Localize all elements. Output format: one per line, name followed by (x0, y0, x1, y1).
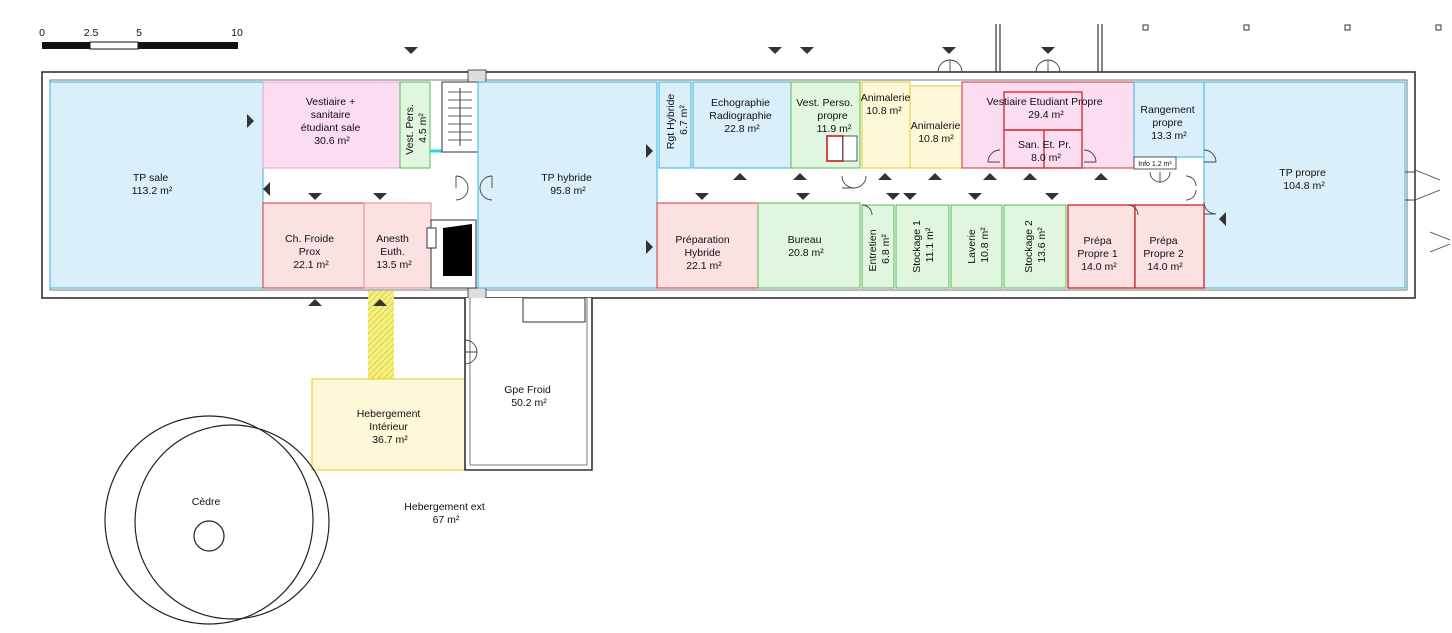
room-vestiaire-sale (262, 81, 401, 169)
grid-markers (1142, 24, 1442, 31)
exterior-posts (995, 24, 1103, 72)
label-stockage-2: Stockage 2 13.6 m² (1023, 217, 1048, 272)
scale-tick-10: 10 (231, 27, 243, 39)
label-bureau: Bureau 20.8 m² (788, 234, 825, 259)
room-tp-propre (1203, 81, 1406, 289)
room-entretien (861, 204, 895, 289)
label-tp-sale: TP sale 113.2 m² (132, 172, 173, 197)
room-vest-perso-propre (790, 81, 861, 169)
label-vest-pers: Vest. Pers. 4.5 m² (404, 101, 429, 155)
room-tp-hybride (477, 81, 658, 289)
stairwell (441, 69, 487, 301)
corridor-east (657, 168, 1205, 203)
label-vestiaire-sale: Vestiaire + sanitaire étudiant sale 30.6… (301, 96, 363, 147)
label-animalerie-2: Animalerie 10.8 m² (911, 120, 964, 145)
tree-cedre (104, 415, 330, 625)
label-laverie: Laverie 10.8 m² (966, 226, 991, 263)
label-tp-propre: TP propre 104.8 m² (1279, 167, 1328, 192)
room-laverie (950, 204, 1003, 289)
label-stockage-1: Stockage 1 11.1 m² (911, 217, 936, 272)
label-vestiaire-propre: Vestiaire Etudiant Propre 29.4 m² (986, 96, 1105, 121)
room-preparation (656, 202, 759, 289)
label-entretien: Entretien 6.8 m² (867, 227, 892, 272)
direction-markers (247, 47, 1226, 306)
label-info: Info 1.2 m² (1138, 161, 1172, 168)
room-anesth (363, 202, 432, 289)
room-animalerie-2 (909, 85, 963, 169)
scale-tick-2-5: 2.5 (84, 27, 99, 39)
label-hebergement-ext: Hebergement ext 67 m² (404, 501, 487, 526)
room-echographie (692, 81, 792, 169)
room-gpe-froid (464, 297, 593, 471)
label-prepa-1: Prépa Propre 1 14.0 m² (1077, 235, 1120, 273)
label-animalerie-1: Animalerie 10.8 m² (861, 92, 914, 117)
label-tp-hybride: TP hybride 95.8 m² (541, 172, 595, 197)
doors (455, 59, 1451, 365)
room-stockage-1 (895, 204, 950, 289)
room-rgt-hybride (658, 81, 692, 169)
scale-tick-5: 5 (136, 27, 142, 39)
scale-tick-0: 0 (39, 27, 45, 39)
room-animalerie-1 (861, 81, 911, 169)
label-anesth: Anesth Euth. 13.5 m² (376, 233, 412, 271)
label-echographie: Echographie Radiographie 22.8 m² (709, 97, 774, 135)
label-rgt-hybride: Rgt Hybride 6.7 m² (665, 91, 690, 149)
label-rangement: Rangement propre 13.3 m² (1140, 104, 1197, 142)
room-vest-pers (399, 81, 476, 169)
label-hebergement-interieur: Hebergement Intérieur 36.7 m² (357, 408, 424, 446)
room-bureau (757, 202, 861, 289)
room-rangement (1133, 81, 1205, 170)
labels: TP sale 113.2 m² Vestiaire + sanitaire é… (132, 91, 1328, 526)
label-prepa-2: Prépa Propre 2 14.0 m² (1143, 235, 1186, 273)
elevator-block (426, 219, 477, 289)
room-ch-froide (262, 202, 365, 289)
room-tp-sale (49, 81, 264, 289)
label-ch-froide: Ch. Froide Prox 22.1 m² (285, 233, 337, 271)
room-stockage-2 (1003, 204, 1067, 289)
label-cedre: Cèdre (192, 496, 221, 508)
label-gpe-froid: Gpe Froid 50.2 m² (504, 384, 554, 409)
label-preparation: Préparation Hybride 22.1 m² (675, 234, 732, 272)
room-prepa-2 (1134, 204, 1205, 289)
scale-bar: 0 2.5 5 10 (39, 27, 243, 50)
label-san-et-pr: San. Et. Pr. 8.0 m² (1018, 139, 1074, 164)
room-vestiaire-propre (961, 81, 1135, 169)
label-vest-perso-propre: Vest. Perso. propre 11.9 m² (796, 97, 856, 135)
